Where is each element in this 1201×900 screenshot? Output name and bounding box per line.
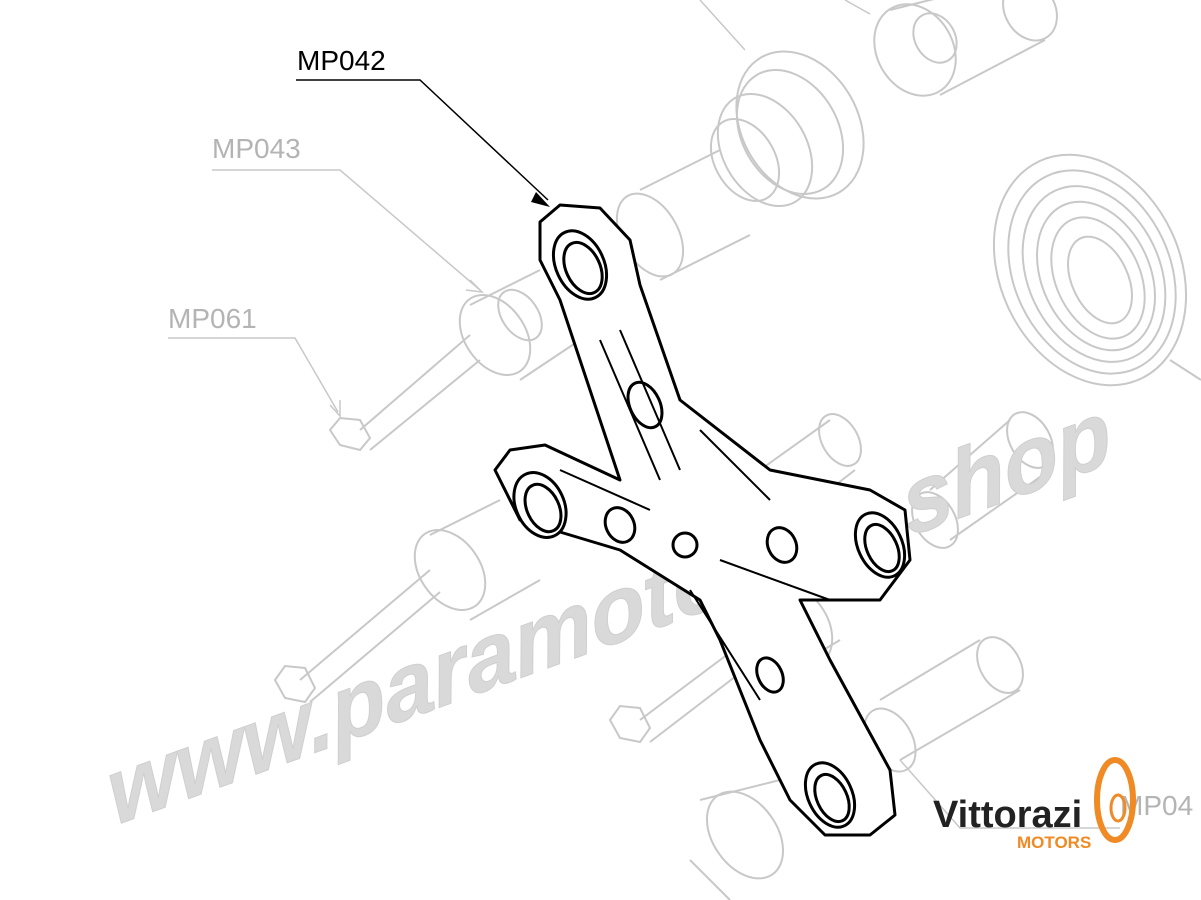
leader-mp042 bbox=[296, 79, 549, 201]
rib-lines bbox=[559, 329, 831, 701]
hole-mid-left bbox=[603, 506, 637, 544]
main-part-cross-clamp bbox=[493, 203, 912, 837]
ghost-bolt-bottom bbox=[689, 779, 785, 900]
hole-top-inner bbox=[562, 240, 604, 296]
label-mp043: MP043 bbox=[212, 133, 301, 164]
logo-sub: MOTORS bbox=[1017, 833, 1091, 852]
part-labels: MP042 MP043 MP061 MP04 bbox=[168, 45, 1193, 821]
ghost-bolt-left-upper bbox=[328, 269, 581, 452]
hole-left-inner bbox=[523, 482, 563, 534]
label-mp061: MP061 bbox=[168, 303, 257, 334]
brand-logo: Vittorazi MOTORS bbox=[933, 757, 1136, 852]
hole-mid-lower bbox=[755, 656, 785, 694]
label-mp042: MP042 bbox=[297, 45, 386, 76]
ghost-bolt-left-lower bbox=[273, 499, 541, 704]
ghost-spacer-top-right bbox=[873, 0, 1058, 97]
arrowhead-mp042 bbox=[531, 192, 550, 207]
ghost-spiral-disc bbox=[992, 153, 1201, 387]
hole-mid-right bbox=[765, 526, 799, 564]
hole-bottom-inner bbox=[813, 772, 851, 824]
arm-long bbox=[493, 203, 912, 837]
ghost-flange-top bbox=[615, 50, 865, 281]
logo-mark bbox=[1094, 757, 1136, 843]
center-hub bbox=[671, 531, 699, 559]
logo-name: Vittorazi bbox=[933, 794, 1082, 836]
ghost-leaders bbox=[168, 0, 1120, 829]
hole-right-inner bbox=[863, 522, 901, 574]
